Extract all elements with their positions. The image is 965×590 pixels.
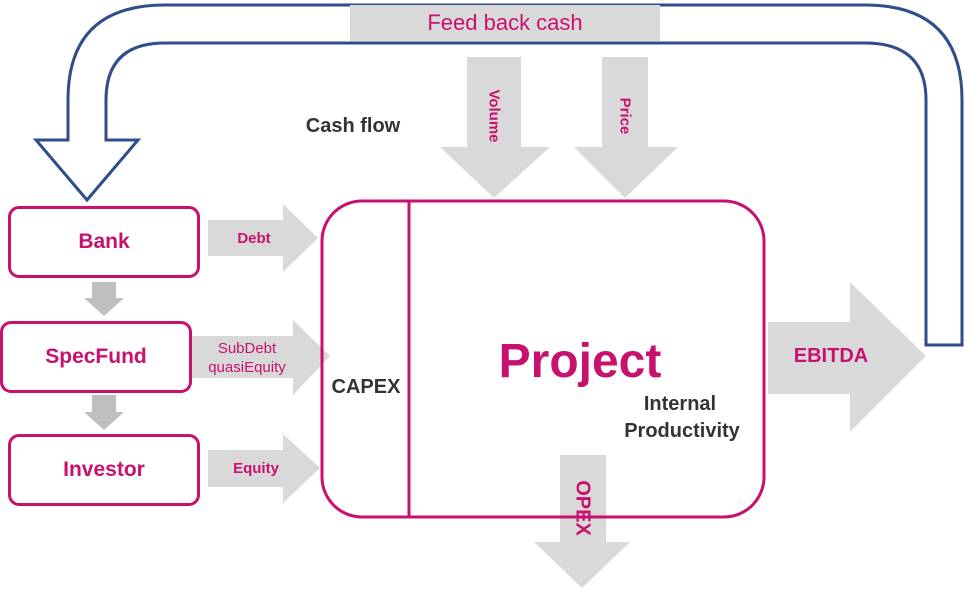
ebitda-arrow bbox=[768, 282, 926, 432]
opex-label: OPEX bbox=[571, 480, 594, 536]
bank-label: Bank bbox=[78, 230, 130, 253]
ebitda-label: EBITDA bbox=[793, 344, 869, 367]
feedback-banner bbox=[350, 5, 660, 41]
price-arrow bbox=[574, 57, 678, 198]
volume-arrow bbox=[440, 57, 550, 198]
specfund-to-investor-arrow bbox=[84, 395, 124, 430]
quasiequity-label: quasiEquity bbox=[208, 358, 286, 376]
specfund-label: SpecFund bbox=[45, 345, 147, 368]
investor-box: Investor bbox=[8, 434, 200, 506]
project-title: Project bbox=[498, 334, 662, 388]
investor-label: Investor bbox=[63, 458, 145, 481]
equity-label: Equity bbox=[233, 459, 279, 477]
bank-to-specfund-arrow bbox=[84, 282, 124, 316]
project-box bbox=[320, 199, 766, 519]
debt-label: Debt bbox=[237, 229, 271, 247]
capex-label: CAPEX bbox=[331, 375, 401, 398]
feedback-loop-arrow bbox=[32, 3, 964, 347]
price-label: Price bbox=[616, 97, 634, 135]
subdebt-label: SubDebt bbox=[217, 339, 277, 357]
equity-arrow bbox=[208, 434, 320, 503]
specfund-box: SpecFund bbox=[0, 321, 192, 393]
volume-label: Volume bbox=[485, 89, 503, 143]
bank-box: Bank bbox=[8, 206, 200, 278]
debt-arrow bbox=[208, 204, 318, 272]
cash-flow-label: Cash flow bbox=[305, 114, 401, 137]
internal-label: Internal bbox=[643, 392, 717, 415]
feedback-label: Feed back cash bbox=[427, 10, 583, 35]
opex-arrow bbox=[534, 455, 630, 588]
productivity-label: Productivity bbox=[624, 419, 740, 442]
subdebt-arrow bbox=[186, 320, 330, 395]
